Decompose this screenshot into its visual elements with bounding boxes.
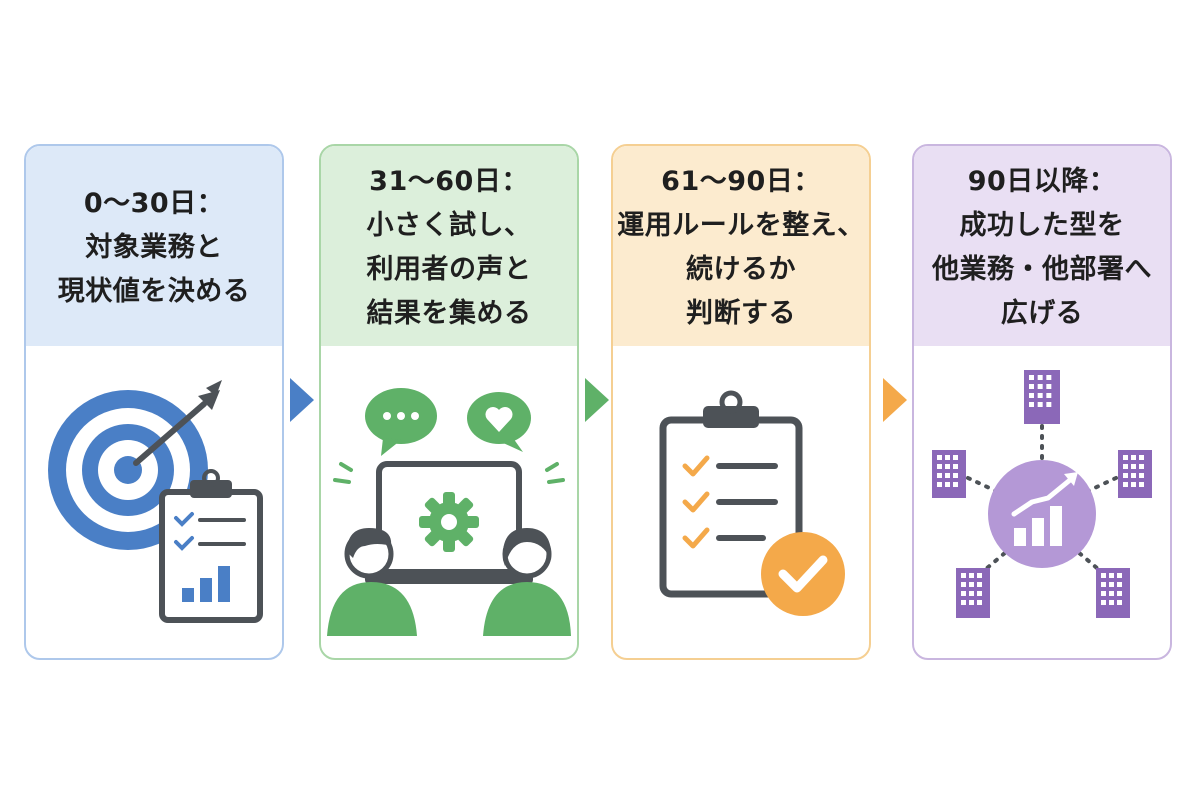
phase-2-line-3: 利用者の声と — [366, 254, 532, 285]
phase-2-line-4: 結果を集める — [366, 298, 532, 329]
phase-4-header: 90日以降： 成功した型を 他業務・他部署へ 広げる — [914, 146, 1170, 346]
chat-bubble-icon — [365, 388, 437, 456]
clipboard-checklist-icon — [659, 390, 845, 616]
users-laptop-feedback-icon — [327, 388, 571, 636]
phase-card-3: 61〜90日： 運用ルールを整え、 続けるか 判断する — [611, 144, 871, 660]
phase-3-header: 61〜90日： 運用ルールを整え、 続けるか 判断する — [613, 146, 869, 346]
growth-chart-icon — [988, 460, 1096, 568]
buildings-network-growth-icon — [932, 370, 1152, 618]
phase-card-4: 90日以降： 成功した型を 他業務・他部署へ 広げる — [912, 144, 1172, 660]
person-left-icon — [327, 528, 417, 636]
building-bottom-left-icon — [956, 568, 990, 618]
sparkle-icon — [333, 462, 565, 484]
phase-1-line-3: 現状値を決める — [57, 276, 251, 307]
person-right-icon — [483, 528, 571, 636]
phase-1-illustration — [26, 346, 282, 658]
phase-4-period: 90日以降： — [967, 166, 1117, 197]
phase-4-line-3: 他業務・他部署へ — [932, 254, 1152, 285]
phase-1-line-2: 対象業務と — [85, 232, 223, 263]
phase-3-illustration — [613, 346, 869, 658]
gear-icon — [419, 492, 479, 552]
phase-3-period: 61〜90日： — [661, 166, 821, 197]
phase-3-line-2: 運用ルールを整え、 — [617, 210, 865, 241]
check-badge-icon — [761, 532, 845, 616]
phase-4-line-2: 成功した型を — [959, 210, 1125, 241]
building-bottom-right-icon — [1096, 568, 1130, 618]
phase-1-period: 0〜30日： — [83, 188, 225, 219]
phase-card-2: 31〜60日： 小さく試し、 利用者の声と 結果を集める — [319, 144, 579, 660]
clipboard-icon — [659, 390, 803, 598]
phase-2-header: 31〜60日： 小さく試し、 利用者の声と 結果を集める — [321, 146, 577, 346]
phase-3-to-4-arrow-icon — [883, 378, 907, 422]
heart-bubble-icon — [467, 392, 531, 452]
phase-4-line-4: 広げる — [1000, 298, 1084, 329]
building-top-icon — [1024, 370, 1060, 424]
phase-2-line-2: 小さく試し、 — [366, 210, 532, 241]
phase-3-line-4: 判断する — [686, 298, 796, 329]
building-left-icon — [932, 450, 966, 498]
phase-4-illustration — [914, 346, 1170, 658]
phase-3-line-3: 続けるか — [686, 254, 796, 285]
phase-card-1: 0〜30日： 対象業務と 現状値を決める — [24, 144, 284, 660]
clipboard-icon — [159, 469, 263, 623]
phase-2-illustration — [321, 346, 577, 658]
arrow-icon — [133, 380, 222, 466]
connector-lines — [966, 424, 1118, 576]
phase-2-to-3-arrow-icon — [585, 378, 609, 422]
phase-1-header: 0〜30日： 対象業務と 現状値を決める — [26, 146, 282, 346]
target-with-checklist-icon — [48, 380, 263, 623]
building-right-icon — [1118, 450, 1152, 498]
phase-1-to-2-arrow-icon — [290, 378, 314, 422]
phase-2-period: 31〜60日： — [369, 166, 529, 197]
